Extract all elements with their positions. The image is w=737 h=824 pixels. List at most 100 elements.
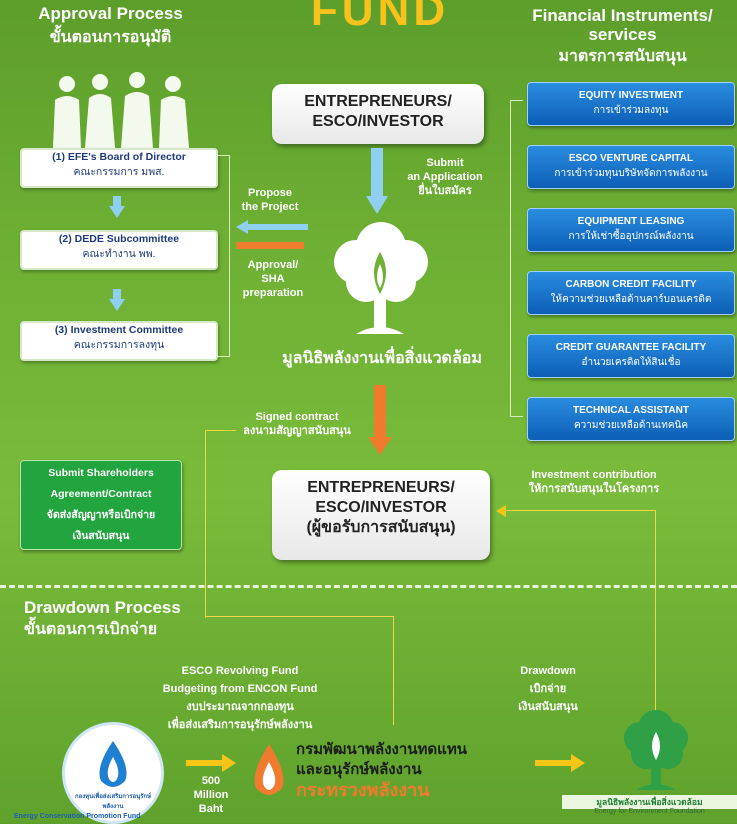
instrument-label: CARBON CREDIT FACILITY — [565, 279, 697, 290]
instrument-equity-investment: EQUITY INVESTMENT การเข้าร่วมลงทุน — [527, 82, 735, 126]
investment-contribution-label: Investment contribution ให้การสนับสนุนใน… — [500, 468, 688, 496]
instrument-label: TECHNICAL ASSISTANT — [573, 405, 689, 416]
people-illustration-icon — [53, 72, 189, 148]
approval-step-label: (1) EFE's Board of Director — [52, 151, 186, 163]
amount-line1: 500 — [201, 775, 221, 787]
approval-line2: SHA — [261, 273, 285, 285]
left-arrow-icon — [236, 220, 308, 234]
approval-bracket — [217, 155, 230, 357]
entrepreneur-top-box: ENTREPRENEURS/ ESCO/INVESTOR — [272, 84, 484, 144]
instrument-label: ESCO VENTURE CAPITAL — [568, 153, 694, 164]
foundation-name: มูลนิธิพลังงานเพื่อสิ่งแวดล้อม — [282, 350, 482, 367]
esco-revolving-label: ESCO Revolving Fund Budgeting from ENCON… — [120, 662, 360, 734]
approval-step-label: (2) DEDE Subcommittee — [58, 233, 180, 245]
fi-header: Financial Instruments/ services มาตรการส… — [510, 6, 735, 69]
instrument-carbon-credit-facility: CARBON CREDIT FACILITY ให้ความช่วยเหลือด… — [527, 271, 735, 315]
down-arrow-icon — [109, 289, 125, 311]
fi-title-line2: services — [588, 25, 657, 44]
entrepreneur-bottom-line3: (ผู้ขอรับการสนับสนุน) — [306, 519, 456, 536]
instrument-credit-guarantee-facility: CREDIT GUARANTEE FACILITY อำนวยเครดิตให้… — [527, 334, 735, 378]
approval-title: Approval Process — [38, 4, 183, 23]
approval-line3: preparation — [242, 287, 304, 299]
dede-flame-icon — [254, 744, 284, 795]
encon-logo-thai: กองทุนเพื่อส่งเสริมการอนุรักษ์พลังงาน — [74, 794, 152, 810]
dd-line2: เบิกจ่าย — [529, 683, 567, 695]
entrepreneur-top-line1: ENTREPRENEURS/ — [304, 93, 452, 110]
approval-step-thai: คณะทำงาน พพ. — [82, 248, 156, 260]
submit-line1: Submit — [426, 157, 464, 169]
esco-line4: เพื่อส่งเสริมการอนุรักษ์พลังงาน — [167, 719, 313, 731]
encon-fund-logo: กองทุนเพื่อส่งเสริมการอนุรักษ์พลังงาน — [62, 722, 164, 824]
approval-sha-label: Approval/ SHA preparation — [230, 258, 316, 300]
shareholders-box: Submit Shareholders Agreement/Contract จ… — [20, 460, 182, 550]
instrument-thai: การให้เช่าซื้ออุปกรณ์พลังงาน — [568, 231, 694, 242]
instrument-thai: การเข้าร่วมลงทุน — [593, 105, 669, 116]
fi-thai-title: มาตรการสนับสนุน — [558, 48, 687, 65]
instrument-thai: ให้ความช่วยเหลือด้านคาร์บอนเครดิต — [550, 294, 712, 305]
invest-line1: Investment contribution — [531, 469, 657, 481]
instrument-label: EQUIPMENT LEASING — [577, 216, 685, 227]
propose-line1: Propose — [247, 187, 292, 199]
flame-drop-icon — [99, 741, 127, 787]
amount-line2: Million — [193, 789, 229, 801]
drawdown-label: Drawdown เบิกจ่าย เงินสนับสนุน — [508, 662, 588, 716]
dede-line1: กรมพัฒนาพลังงานทดแทน — [296, 741, 467, 758]
amount-line3: Baht — [198, 803, 224, 815]
efe-logo-en: Energy for Environment Foundation — [594, 808, 705, 815]
submit-down-arrow-icon — [366, 148, 388, 214]
entrepreneur-bottom-line1: ENTREPRENEURS/ — [307, 479, 455, 496]
shareholders-line3: จัดส่งสัญญาหรือเบิกจ่าย — [46, 509, 156, 521]
shareholders-line2: Agreement/Contract — [50, 488, 152, 500]
esco-line1: ESCO Revolving Fund — [181, 665, 299, 677]
orange-bar-icon — [236, 242, 304, 249]
instrument-thai: อำนวยเครดิตให้สินเชื่อ — [581, 357, 681, 368]
yellow-connector-mid — [205, 616, 394, 725]
propose-label: Propose the Project — [230, 186, 310, 214]
shareholders-line4: เงินสนับสนุน — [72, 530, 130, 542]
drawdown-thai-title: ขั้นตอนการเบิกจ่าย — [24, 621, 158, 638]
signed-line1: Signed contract — [255, 411, 339, 423]
approval-thai-title: ขั้นตอนการอนุมัติ — [49, 29, 172, 46]
instrument-thai: การเข้าร่วมทุนบริษัทจัดการพลังงาน — [554, 168, 708, 179]
efe-logo-thai: มูลนิธิพลังงานเพื่อสิ่งแวดล้อม — [562, 795, 737, 809]
instrument-equipment-leasing: EQUIPMENT LEASING การให้เช่าซื้ออุปกรณ์พ… — [527, 208, 735, 252]
dd-line3: เงินสนับสนุน — [518, 701, 578, 713]
yellow-connector-left — [205, 430, 236, 618]
yellow-arrowhead-icon — [496, 505, 506, 517]
fi-title-line1: Financial Instruments/ — [532, 6, 713, 25]
entrepreneur-top-line2: ESCO/INVESTOR — [312, 113, 444, 130]
approval-step-thai: คณะกรรมการ มพส. — [73, 166, 165, 178]
instrument-thai: ความช่วยเหลือด้านเทคนิค — [573, 420, 689, 431]
esco-line2: Budgeting from ENCON Fund — [162, 683, 318, 695]
signed-contract-label: Signed contract ลงนามสัญญาสนับสนุน — [232, 410, 362, 438]
submit-line2: an Application — [407, 171, 483, 183]
approval-header: Approval Process ขั้นตอนการอนุมัติ — [18, 4, 203, 50]
entrepreneur-bottom-box: ENTREPRENEURS/ ESCO/INVESTOR (ผู้ขอรับกา… — [272, 470, 490, 560]
section-divider — [0, 585, 737, 588]
esco-line3: งบประมาณจากกองทุน — [186, 701, 294, 713]
fund-title: FUND — [310, 0, 450, 35]
fi-bracket — [510, 100, 523, 417]
approval-line1: Approval/ — [247, 259, 299, 271]
drawdown-header: Drawdown Process ขั้นตอนการเบิกจ่าย — [24, 598, 181, 642]
approval-step-thai: คณะกรรมการลงทุน — [73, 339, 165, 351]
propose-line2: the Project — [241, 201, 299, 213]
drawdown-title: Drawdown Process — [24, 598, 181, 617]
orange-down-arrow-icon — [368, 385, 392, 455]
approval-step-2: (2) DEDE Subcommittee คณะทำงาน พพ. — [20, 230, 218, 270]
approval-step-label: (3) Investment Committee — [54, 324, 184, 336]
approval-step-3: (3) Investment Committee คณะกรรมการลงทุน — [20, 321, 218, 361]
dede-line3: กระทรวงพลังงาน — [296, 780, 430, 800]
down-arrow-icon — [109, 196, 125, 218]
yellow-right-arrow-icon — [535, 754, 585, 772]
submit-line3: ยื่นใบสมัคร — [418, 185, 472, 197]
signed-line2: ลงนามสัญญาสนับสนุน — [243, 425, 351, 437]
efe-tree-logo-icon — [624, 710, 688, 790]
yellow-connector-right — [505, 510, 656, 711]
instrument-esco-venture-capital: ESCO VENTURE CAPITAL การเข้าร่วมทุนบริษั… — [527, 145, 735, 189]
shareholders-line1: Submit Shareholders — [48, 467, 154, 479]
invest-line2: ให้การสนับสนุนในโครงการ — [528, 483, 660, 495]
dd-line1: Drawdown — [520, 665, 576, 677]
instrument-label: CREDIT GUARANTEE FACILITY — [555, 342, 707, 353]
instrument-label: EQUITY INVESTMENT — [578, 90, 684, 101]
